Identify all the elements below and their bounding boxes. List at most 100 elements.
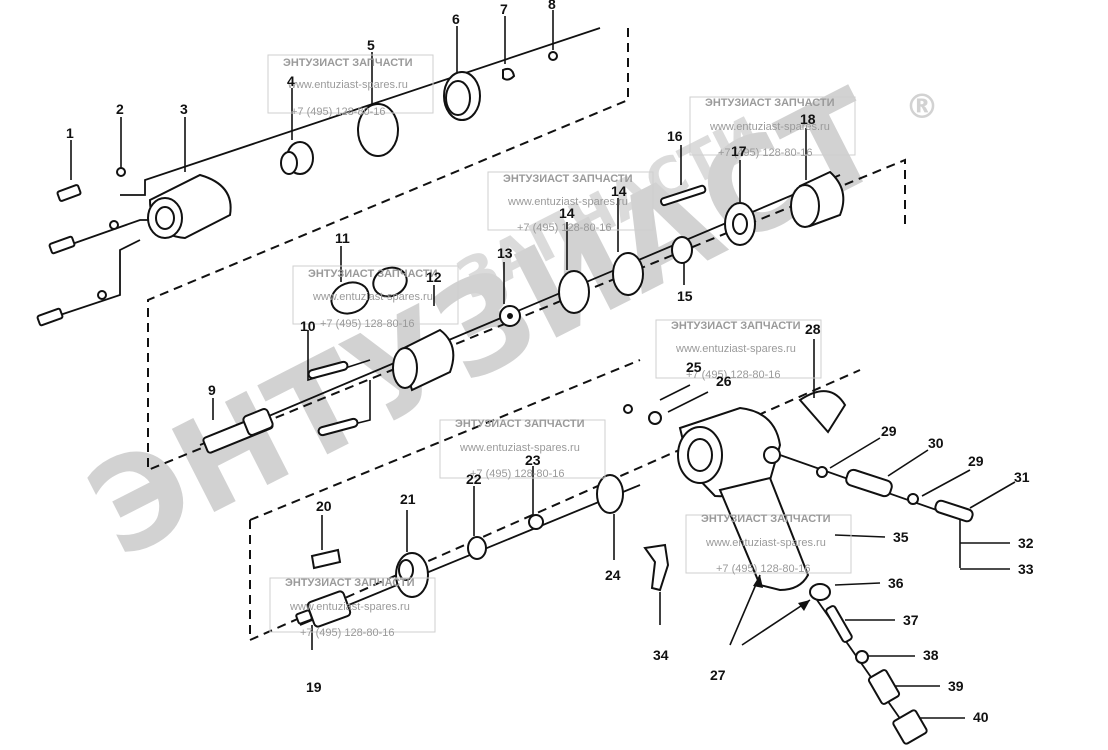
part-label-34: 34 — [653, 647, 669, 663]
watermark-title: ЭНТУЗИАСТ ЗАПЧАСТИ — [701, 513, 831, 525]
screw-part-1c — [36, 307, 64, 327]
part-label-29b: 29 — [968, 453, 984, 469]
watermark-phone: +7 (495) 128-80-16 — [291, 106, 385, 118]
watermark-site: www.entuziast-spares.ru — [287, 79, 408, 91]
part-label-26: 26 — [716, 373, 732, 389]
watermark-box-7: ЭНТУЗИАСТ ЗАПЧАСТИ www.entuziast-spares.… — [685, 513, 852, 575]
watermark-site: www.entuziast-spares.ru — [459, 442, 580, 454]
part-label-5: 5 — [367, 37, 375, 53]
plate-part-21 — [395, 552, 429, 598]
part-label-6: 6 — [452, 11, 460, 27]
watermark-phone: +7 (495) 128-80-16 — [470, 468, 564, 480]
watermark-box-6: ЭНТУЗИАСТ ЗАПЧАСТИ www.entuziast-spares.… — [439, 418, 606, 480]
watermark-box-1: ЭНТУЗИАСТ ЗАПЧАСТИ www.entuziast-spares.… — [267, 54, 434, 118]
cylinder-part-18 — [790, 170, 845, 228]
part-label-17: 17 — [731, 143, 747, 159]
gasket-part-24 — [596, 474, 624, 514]
washer-part-2b — [109, 220, 119, 230]
screw-part-25 — [623, 404, 633, 414]
watermark-box-3: ЭНТУЗИАСТ ЗАПЧАСТИ www.entuziast-spares.… — [487, 171, 654, 234]
part-label-18: 18 — [800, 111, 816, 127]
pin-part-16 — [659, 184, 707, 207]
part-label-9: 9 — [208, 382, 216, 398]
pin-guide-upper — [307, 330, 371, 382]
gasket-part-6 — [443, 71, 481, 121]
part-label-35: 35 — [893, 529, 909, 545]
pin-part-10a — [307, 360, 349, 380]
part-label-14b: 14 — [611, 183, 627, 199]
watermark-title: ЭНТУЗИАСТ ЗАПЧАСТИ — [285, 577, 415, 589]
watermark-title: ЭНТУЗИАСТ ЗАПЧАСТИ — [283, 57, 413, 69]
valve-stem-part-31 — [934, 499, 974, 523]
watermark-site: www.entuziast-spares.ru — [705, 537, 826, 549]
part-label-16: 16 — [667, 128, 683, 144]
part-label-7: 7 — [500, 1, 508, 17]
watermark-site: www.entuziast-spares.ru — [507, 196, 628, 208]
spindle-part-9 — [202, 408, 274, 454]
screw-part-1b — [48, 235, 76, 255]
trigger-part-34 — [643, 543, 670, 592]
o-ring-part-14a — [558, 270, 590, 314]
part-label-15: 15 — [677, 288, 693, 304]
o-ring-part-29b — [907, 493, 919, 505]
o-ring-part-5 — [357, 103, 399, 157]
part-label-39: 39 — [948, 678, 964, 694]
watermark-title: ЭНТУЗИАСТ ЗАПЧАСТИ — [705, 97, 835, 109]
part-label-11: 11 — [335, 230, 350, 246]
washer-part-23 — [528, 514, 544, 530]
watermark-title: ЭНТУЗИАСТ ЗАПЧАСТИ — [503, 173, 633, 185]
part-label-36: 36 — [888, 575, 904, 591]
ball-part-38 — [855, 650, 869, 664]
circlip-part-7 — [502, 67, 516, 81]
part-label-3: 3 — [180, 101, 188, 117]
watermark-site: www.entuziast-spares.ru — [709, 121, 830, 133]
pointer-arrows-27 — [729, 574, 811, 646]
watermark-phone: +7 (495) 128-80-16 — [716, 563, 810, 575]
dashed-boundaries — [147, 28, 906, 642]
part-label-32: 32 — [1018, 535, 1034, 551]
watermark-phone: +7 (495) 128-80-16 — [517, 222, 611, 234]
watermark-phone: +7 (495) 128-80-16 — [718, 147, 812, 159]
part-label-28: 28 — [805, 321, 821, 337]
part-label-10: 10 — [300, 318, 316, 334]
rotor-plate-part-17 — [724, 202, 756, 246]
housing-part-26 — [677, 406, 810, 592]
valve-part-37 — [825, 605, 853, 643]
pin-part-10b — [317, 417, 359, 437]
part-label-22: 22 — [466, 471, 482, 487]
watermark-site: www.entuziast-spares.ru — [289, 601, 410, 613]
washer-part-25 — [648, 411, 662, 425]
leader-lines — [70, 10, 1016, 719]
hammer-cage-part — [392, 328, 455, 392]
o-ring-part-29a — [816, 466, 828, 478]
watermark-box-4: ЭНТУЗИАСТ ЗАПЧАСТИ www.entuziast-spares.… — [292, 265, 459, 330]
washer-part-2a — [116, 167, 126, 177]
end-cover-part-3 — [147, 173, 232, 240]
part-label-33: 33 — [1018, 561, 1034, 577]
watermark-site: www.entuziast-spares.ru — [312, 291, 433, 303]
bearing-part-15 — [671, 236, 693, 264]
part-label-40: 40 — [973, 709, 989, 725]
watermark-title: ЭНТУЗИАСТ ЗАПЧАСТИ — [455, 418, 585, 430]
part-label-38: 38 — [923, 647, 939, 663]
part-label-14a: 14 — [559, 205, 575, 221]
inlet-part-40 — [892, 709, 928, 745]
boundary-lower-top — [249, 359, 641, 521]
part-label-13: 13 — [497, 245, 513, 261]
part-label-8: 8 — [548, 0, 556, 12]
part-label-23: 23 — [525, 452, 541, 468]
hammer-part-12 — [372, 266, 408, 298]
part-label-21: 21 — [400, 491, 416, 507]
watermark-phone: +7 (495) 128-80-16 — [686, 369, 780, 381]
hammer-part-11 — [330, 281, 370, 315]
axis-screw-3 — [44, 239, 141, 321]
bushing-part-36 — [809, 583, 831, 601]
washer-hole-part-13 — [507, 313, 513, 319]
watermark-box-8: ЭНТУЗИАСТ ЗАПЧАСТИ www.entuziast-spares.… — [269, 577, 436, 639]
part-label-24: 24 — [605, 567, 621, 583]
washer-part-2c — [97, 290, 107, 300]
boundary-lower — [249, 369, 861, 642]
part-label-30: 30 — [928, 435, 944, 451]
bush-part-30 — [845, 468, 893, 498]
watermark-title: ЭНТУЗИАСТ ЗАПЧАСТИ — [308, 268, 438, 280]
